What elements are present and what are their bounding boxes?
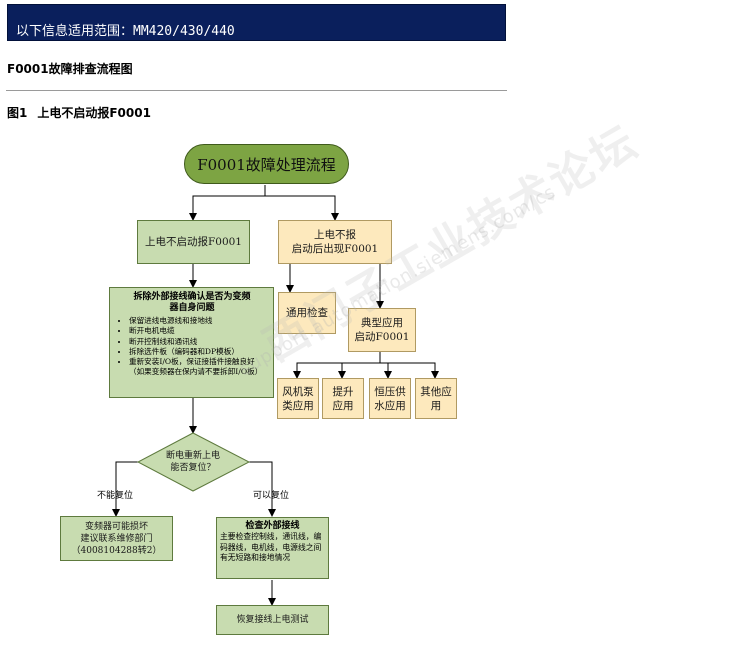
- general-check-node: 通用检查: [278, 292, 336, 334]
- checklist-items: 保留进线电源线和接地线 断开电机电缆 断开控制线和通讯线 拆除选件板（编码器和D…: [115, 316, 269, 378]
- figure-number: 图1: [7, 106, 28, 120]
- branch-fault-after-start-line1: 上电不报: [314, 229, 356, 241]
- checklist-item: 断开控制线和通讯线: [129, 337, 269, 347]
- inverter-damaged-line3: （4008104288转2）: [71, 545, 162, 556]
- checklist-title-line2: 器自身问题: [169, 303, 215, 313]
- checklist-item: 保留进线电源线和接地线: [129, 316, 269, 326]
- start-node-label: F0001故障处理流程: [197, 155, 336, 174]
- inverter-damaged-line1: 变频器可能损坏: [84, 521, 148, 532]
- figure-caption: 图1 上电不启动报F0001: [7, 104, 151, 121]
- app-fan-pump-line1: 风机泵: [282, 385, 314, 398]
- checklist-title-line1: 拆除外部接线确认是否为变频: [133, 292, 251, 302]
- branch-power-on-no-start: 上电不启动报F0001: [137, 220, 250, 264]
- typical-application-node: 典型应用 启动F0001: [348, 308, 416, 352]
- checklist-item: 断开电机电缆: [129, 326, 269, 336]
- branch-fault-after-start: 上电不报 启动后出现F0001: [278, 220, 392, 264]
- checklist-item: 拆除选件板（编码器和DP模板）: [129, 347, 269, 357]
- app-hoist-line1: 提升: [332, 385, 354, 398]
- app-constant-pressure-line2: 水应用: [374, 399, 406, 412]
- app-other-line2: 用: [430, 399, 442, 412]
- title-divider: [6, 90, 507, 91]
- inverter-damaged-node: 变频器可能损坏 建议联系维修部门 （4008104288转2）: [60, 516, 173, 561]
- app-other-line1: 其他应: [420, 385, 452, 398]
- typical-application-line1: 典型应用: [361, 317, 403, 329]
- edge-label-cannot-reset: 不能复位: [97, 491, 134, 501]
- app-constant-pressure-node: 恒压供 水应用: [369, 378, 411, 419]
- app-constant-pressure-line1: 恒压供: [374, 385, 406, 398]
- checklist-title: 拆除外部接线确认是否为变频 器自身问题: [115, 292, 269, 314]
- restore-wiring-test-label: 恢复接线上电测试: [236, 615, 309, 625]
- check-external-wiring-title: 检查外部接线: [245, 521, 300, 531]
- decision-text: 断电重新上电 能否复位？: [148, 448, 238, 476]
- figure-caption-text: 上电不启动报F0001: [37, 106, 151, 120]
- restore-wiring-test-node: 恢复接线上电测试: [216, 605, 329, 635]
- decision-line1: 断电重新上电: [165, 451, 220, 461]
- scope-banner: 以下信息适用范围：MM420/430/440: [7, 4, 506, 41]
- decision-line2: 能否复位？: [170, 463, 216, 473]
- remove-external-wiring-checklist: 拆除外部接线确认是否为变频 器自身问题 保留进线电源线和接地线 断开电机电缆 断…: [109, 287, 274, 398]
- checklist-item: 重新安装I/O板，保证接插件接触良好（如果变频器在保内请不要拆卸I/O板）: [129, 357, 269, 378]
- scope-banner-text: 以下信息适用范围：MM420/430/440: [16, 24, 235, 39]
- app-hoist-line2: 应用: [332, 399, 354, 412]
- typical-application-line2: 启动F0001: [354, 331, 410, 343]
- app-fan-pump-line2: 类应用: [282, 399, 314, 412]
- document-title: F0001故障排查流程图: [7, 62, 133, 76]
- app-hoist-node: 提升 应用: [322, 378, 364, 419]
- general-check-label: 通用检查: [286, 307, 328, 319]
- app-fan-pump-node: 风机泵 类应用: [277, 378, 319, 419]
- app-other-node: 其他应 用: [415, 378, 457, 419]
- branch-power-on-no-start-label: 上电不启动报F0001: [144, 236, 242, 248]
- inverter-damaged-line2: 建议联系维修部门: [80, 533, 153, 544]
- check-external-wiring-body: 主要检查控制线，通讯线，编码器线，电机线，电源线之间有无短路和接地情况: [220, 532, 322, 562]
- edge-label-can-reset: 可以复位: [253, 491, 290, 501]
- branch-fault-after-start-line2: 启动后出现F0001: [291, 243, 379, 255]
- start-node: F0001故障处理流程: [184, 144, 349, 184]
- check-external-wiring-node: 检查外部接线 主要检查控制线，通讯线，编码器线，电机线，电源线之间有无短路和接地…: [216, 517, 329, 579]
